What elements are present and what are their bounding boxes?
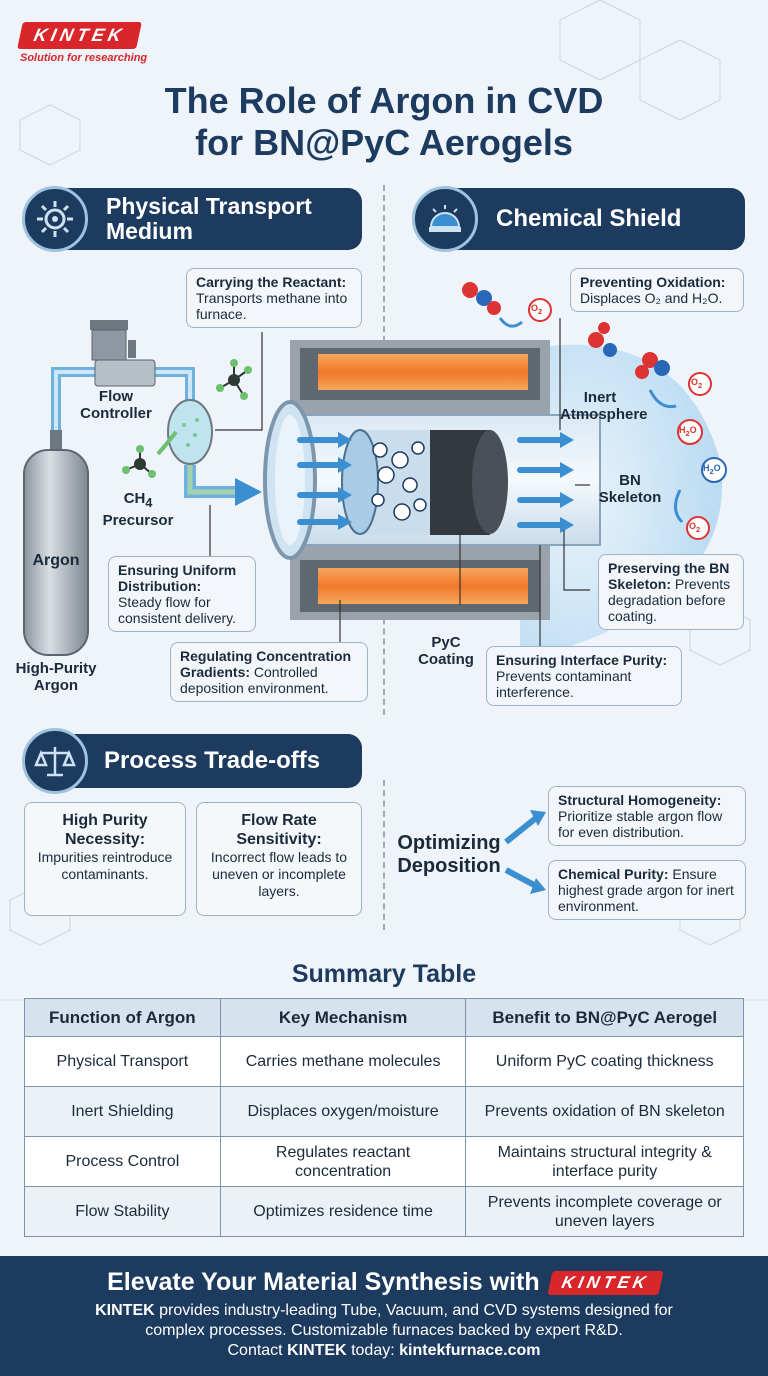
oxygen-molecule-icon (635, 352, 670, 379)
table-cell: Carries methane molecules (219, 1036, 467, 1087)
table-cell: Regulates reactant concentration (219, 1136, 467, 1187)
summary-table: Function of Argon Key Mechanism Benefit … (24, 998, 744, 1237)
chemical-purity-box: Chemical Purity: Ensure highest grade ar… (548, 860, 746, 920)
summary-table-wrap: Function of Argon Key Mechanism Benefit … (24, 998, 744, 1237)
o2-badge-icon (686, 516, 710, 540)
page-title: The Role of Argon in CVD for BN@PyC Aero… (0, 80, 768, 164)
footer-description: KINTEK provides industry-leading Tube, V… (95, 1302, 673, 1359)
water-molecule-icon (588, 322, 617, 357)
flow-controller-icon (90, 320, 156, 387)
table-cell: Optimizes residence time (219, 1186, 467, 1237)
table-cell: Physical Transport (24, 1036, 221, 1087)
col-header-benefit: Benefit to BN@PyC Aerogel (465, 998, 744, 1037)
tradeoff-divider (383, 780, 385, 930)
methane-molecule-icon (216, 359, 252, 400)
h2o-badge-icon (677, 419, 703, 445)
oxygen-molecule-icon (462, 282, 501, 315)
mixing-chamber (167, 399, 213, 465)
o2-badge-icon (528, 298, 552, 322)
logo-wordmark: KINTEK (17, 22, 142, 49)
table-cell: Prevents incomplete coverage or uneven l… (465, 1186, 744, 1237)
table-row: Inert Shielding Displaces oxygen/moistur… (24, 1086, 744, 1137)
inert-atmosphere-label: Inert Atmosphere (560, 389, 648, 423)
table-cell: Maintains structural integrity & interfa… (465, 1136, 744, 1187)
optimizing-arrows (504, 810, 546, 894)
bn-skeleton-label: BN Skeleton (598, 472, 662, 506)
argon-cylinder-icon (23, 430, 89, 656)
optimizing-deposition-label: Optimizing Deposition (397, 832, 501, 877)
regulating-gradients-callout: Regulating Concentration Gradients: Cont… (170, 642, 368, 702)
col-header-function: Function of Argon (24, 998, 221, 1037)
interface-purity-callout: Ensuring Interface Purity:Prevents conta… (486, 646, 682, 706)
high-purity-argon-label: High-Purity Argon (15, 660, 97, 694)
footer-title: Elevate Your Material Synthesis with KIN… (0, 1268, 768, 1297)
methane-molecule-icon (122, 445, 156, 478)
table-cell: Displaces oxygen/moisture (219, 1086, 467, 1137)
h2o-badge-icon (701, 457, 727, 483)
table-row: Flow Stability Optimizes residence time … (24, 1186, 744, 1237)
chemical-header-title: Chemical Shield (496, 205, 682, 232)
footer-banner: Elevate Your Material Synthesis with KIN… (0, 1256, 768, 1376)
h2o-badge-label: H2O (679, 425, 697, 438)
high-purity-box: High Purity Necessity: Impurities reintr… (24, 802, 186, 916)
physical-header: Physical Transport Medium (22, 186, 362, 252)
shield-dome-icon (412, 186, 478, 252)
h2o-badge-label: H2O (703, 463, 721, 476)
footer-logo: KINTEK (547, 1270, 664, 1295)
tradeoffs-header: Process Trade-offs (22, 728, 362, 794)
o2-badge-label: O2 (691, 377, 703, 390)
col-header-mechanism: Key Mechanism (219, 998, 467, 1037)
heating-element-bottom (318, 568, 528, 604)
o2-badge-label: O2 (531, 303, 543, 316)
o2-badge-icon (688, 372, 712, 396)
title-line-1: The Role of Argon in CVD (164, 80, 604, 121)
pyc-coating-label: PyC Coating (418, 634, 474, 668)
chemical-header: Chemical Shield (412, 186, 745, 252)
table-row: Physical Transport Carries methane molec… (24, 1036, 744, 1087)
argon-cylinder-label: Argon (32, 552, 80, 569)
flow-controller-label: Flow Controller (80, 388, 152, 422)
uniform-distribution-callout: Ensuring Uniform Distribution:Steady flo… (108, 556, 256, 632)
preserving-bn-callout: Preserving the BN Skeleton: Prevents deg… (598, 554, 744, 630)
table-cell: Prevents oxidation of BN skeleton (465, 1086, 744, 1137)
table-cell: Uniform PyC coating thickness (465, 1036, 744, 1087)
balance-scale-icon (22, 728, 88, 794)
aerogel-sample (341, 429, 508, 535)
heating-element-top (318, 354, 528, 390)
carrying-reactant-callout: Carrying the Reactant:Transports methane… (186, 268, 362, 328)
table-cell: Flow Stability (24, 1186, 221, 1237)
summary-title: Summary Table (291, 960, 477, 988)
tradeoffs-header-title: Process Trade-offs (104, 747, 321, 774)
summary-header-row: Function of Argon Key Mechanism Benefit … (24, 998, 744, 1037)
table-row: Process Control Regulates reactant conce… (24, 1136, 744, 1187)
brand-logo: KINTEK Solution for researching (17, 22, 148, 64)
table-cell: Process Control (24, 1136, 221, 1187)
structural-homogeneity-box: Structural Homogeneity: Prioritize stabl… (548, 786, 746, 846)
physical-header-title: Physical Transport Medium (106, 193, 312, 244)
preventing-oxidation-callout: Preventing Oxidation:Displaces O₂ and H₂… (570, 268, 744, 312)
footer-url-link[interactable]: kintekfurnace.com (399, 1342, 541, 1359)
flow-arrow-icon (235, 478, 262, 506)
flow-rate-box: Flow Rate Sensitivity: Incorrect flow le… (196, 802, 362, 916)
o2-badge-label: O2 (689, 521, 701, 534)
title-line-2: for BN@PyC Aerogels (195, 122, 573, 163)
table-cell: Inert Shielding (24, 1086, 221, 1137)
logo-tagline: Solution for researching (20, 52, 148, 64)
gear-icon (22, 186, 88, 252)
